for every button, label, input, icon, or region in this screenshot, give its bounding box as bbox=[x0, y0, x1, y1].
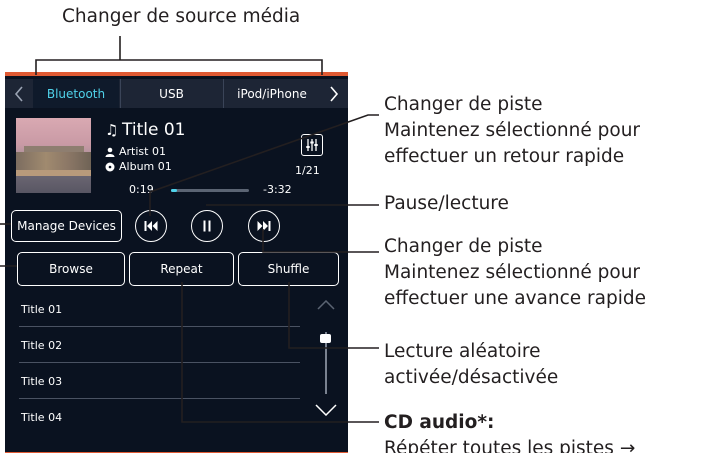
progress-fill bbox=[171, 189, 178, 192]
music-note-icon: ♫ bbox=[105, 121, 119, 139]
shuffle-button[interactable]: Shuffle bbox=[238, 252, 339, 286]
tab-usb[interactable]: USB bbox=[120, 79, 222, 108]
callout-next-line2: Maintenez sélectionné pour bbox=[384, 262, 641, 283]
browse-button[interactable]: Browse bbox=[17, 252, 125, 286]
album-art bbox=[16, 118, 91, 193]
tab-bluetooth[interactable]: Bluetooth bbox=[33, 79, 119, 108]
list-item[interactable]: Title 03 bbox=[19, 364, 300, 399]
previous-track-button[interactable] bbox=[135, 210, 167, 242]
scroll-up-icon[interactable] bbox=[317, 300, 335, 310]
audio-screen: Bluetooth USB iPod/iPhone ♫ Title 01 Art… bbox=[5, 72, 348, 453]
progress-bar[interactable] bbox=[171, 189, 249, 192]
scroll-down-icon[interactable] bbox=[315, 404, 337, 416]
callout-next-line3: effectuer une avance rapide bbox=[384, 288, 646, 309]
callout-prev-line2: Maintenez sélectionné pour bbox=[384, 120, 641, 141]
callout-repeat-desc: Répéter toutes les pistes → bbox=[384, 438, 636, 453]
disc-icon bbox=[105, 162, 115, 171]
equalizer-button[interactable] bbox=[301, 134, 323, 156]
elapsed-time: 0:19 bbox=[129, 183, 154, 196]
source-next-button[interactable] bbox=[320, 79, 348, 108]
callout-source: Changer de source média bbox=[62, 6, 301, 27]
callout-prev-line1: Changer de piste bbox=[384, 94, 543, 115]
callout-pause: Pause/lecture bbox=[384, 193, 509, 214]
album-name: Album 01 bbox=[119, 160, 172, 173]
person-icon bbox=[105, 147, 115, 157]
album-row: Album 01 bbox=[105, 160, 172, 173]
chevron-left-icon bbox=[14, 85, 23, 102]
scrollbar-thumb[interactable] bbox=[320, 334, 331, 343]
pause-button[interactable] bbox=[191, 210, 223, 242]
chevron-right-icon bbox=[330, 85, 339, 102]
callout-next-line1: Changer de piste bbox=[384, 236, 543, 257]
callout-prev-line3: effectuer un retour rapide bbox=[384, 146, 625, 167]
list-item[interactable]: Title 02 bbox=[19, 328, 300, 363]
manage-devices-button[interactable]: Manage Devices bbox=[11, 210, 122, 242]
callout-shuffle-line1: Lecture aléatoire bbox=[384, 341, 541, 362]
track-counter: 1/21 bbox=[295, 164, 320, 177]
callout-repeat-heading: CD audio*: bbox=[384, 412, 495, 433]
artist-name: Artist 01 bbox=[119, 145, 166, 158]
equalizer-icon bbox=[306, 139, 318, 151]
skip-forward-icon bbox=[257, 221, 271, 231]
repeat-button[interactable]: Repeat bbox=[129, 252, 234, 286]
remaining-time: -3:32 bbox=[263, 183, 292, 196]
skip-back-icon bbox=[144, 221, 158, 231]
next-track-button[interactable] bbox=[248, 210, 280, 242]
list-item[interactable]: Title 04 bbox=[21, 411, 63, 424]
source-bar: Bluetooth USB iPod/iPhone bbox=[5, 79, 348, 108]
track-title: Title 01 bbox=[122, 120, 186, 140]
source-prev-button[interactable] bbox=[5, 79, 33, 108]
pause-icon bbox=[203, 220, 211, 232]
callout-shuffle-line2: activée/désactivée bbox=[384, 367, 559, 388]
artist-row: Artist 01 bbox=[105, 145, 166, 158]
list-item[interactable]: Title 01 bbox=[19, 292, 300, 327]
tab-ipod-iphone[interactable]: iPod/iPhone bbox=[223, 79, 320, 108]
